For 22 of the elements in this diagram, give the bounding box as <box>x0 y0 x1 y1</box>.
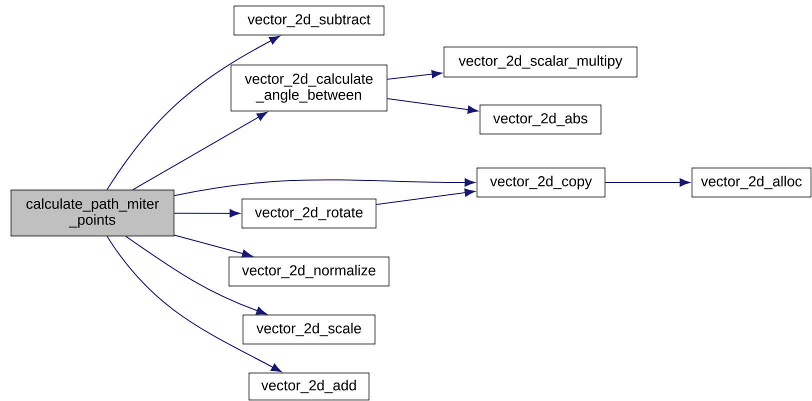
arrow <box>386 70 442 80</box>
function-box: vector_2d_subtract <box>234 6 384 36</box>
function-box: calculate_path_miter _points <box>10 190 174 236</box>
function-box: vector_2d_scale <box>242 314 376 344</box>
function-box: vector_2d_rotate <box>242 198 376 228</box>
arrow <box>174 234 253 258</box>
function-box: vector_2d_calculate _angle_between <box>230 64 388 112</box>
arrow <box>386 98 478 114</box>
function-box: vector_2d_alloc <box>692 168 812 198</box>
function-box: vector_2d_add <box>248 372 370 400</box>
arrow <box>174 178 476 196</box>
function-box: vector_2d_abs <box>480 104 602 134</box>
arrow <box>376 188 476 205</box>
arrow <box>174 209 240 218</box>
arrow <box>106 236 282 372</box>
function-box: vector_2d_copy <box>476 168 606 198</box>
arrow <box>604 178 690 187</box>
arrow <box>132 112 268 190</box>
arrow <box>106 36 280 190</box>
function-box: vector_2d_normalize <box>228 256 390 286</box>
function-box: vector_2d_scalar_multipy <box>444 46 638 78</box>
arrow <box>125 236 267 315</box>
